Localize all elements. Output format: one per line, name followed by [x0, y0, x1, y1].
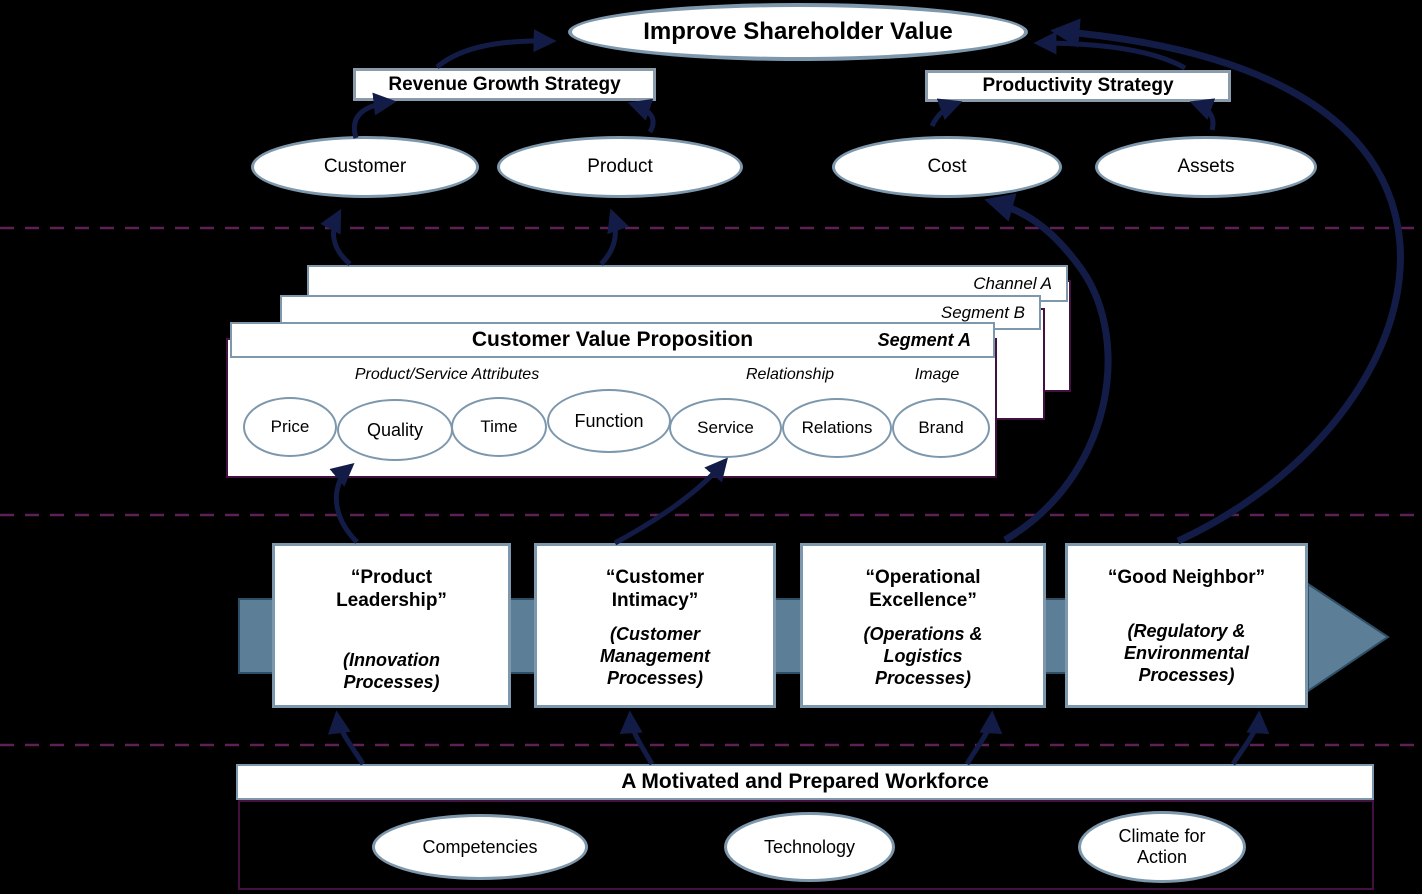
function-label: Function [574, 410, 644, 431]
customer-intimacy-box: “Customer Intimacy” (Customer Management… [534, 543, 776, 708]
cvp-title: Customer Value Proposition [471, 328, 754, 351]
customer-intimacy-title: “Customer Intimacy” [605, 567, 705, 612]
good-neighbor-box: “Good Neighbor” (Regulatory & Environmen… [1065, 543, 1308, 708]
service-ellipse: Service [669, 398, 782, 458]
attributes-group-label: Product/Service Attributes [354, 366, 540, 383]
price-label: Price [270, 417, 310, 436]
technology-label: Technology [763, 836, 856, 857]
product-leadership-subtitle: (Innovation Processes) [343, 650, 440, 693]
operational-excellence-title: “Operational Excellence” [865, 567, 981, 612]
revenue-growth-strategy-label: Revenue Growth Strategy [388, 73, 621, 95]
arrow-workforce-to-customer-intimacy [619, 710, 655, 766]
product-leadership-title: “Product Leadership” [336, 567, 447, 612]
price-ellipse: Price [243, 397, 337, 457]
workforce-header-bar: A Motivated and Prepared Workforce [236, 764, 1374, 800]
service-label: Service [697, 418, 754, 437]
customer-intimacy-subtitle: (Customer Management Processes) [599, 624, 711, 689]
arrow-customer-to-revenue [352, 92, 397, 139]
product-leadership-box: “Product Leadership” (Innovation Process… [272, 543, 511, 708]
customer-ellipse: Customer [251, 136, 479, 198]
relationship-group-label: Relationship [745, 366, 835, 383]
arc-good-neighbor-to-shareholder [1050, 18, 1404, 545]
segment-a-label: Segment A [877, 329, 971, 350]
climate-for-action-label: Climate for Action [1118, 826, 1206, 867]
operational-excellence-box: “Operational Excellence” (Operations & L… [800, 543, 1046, 708]
customer-label: Customer [323, 156, 407, 177]
time-label: Time [480, 417, 518, 436]
arrow-cvp-to-customer [320, 208, 352, 266]
revenue-growth-strategy-box: Revenue Growth Strategy [353, 68, 656, 101]
arrow-workforce-to-good-neighbor [1230, 710, 1270, 766]
arrow-workforce-to-operational-excellence [964, 710, 1003, 766]
arrow-revenue-to-shareholder [435, 29, 557, 69]
quality-label: Quality [366, 419, 424, 440]
competencies-label: Competencies [422, 836, 538, 857]
technology-ellipse: Technology [724, 812, 895, 882]
cvp-header-bar: Customer Value Proposition Segment A [230, 322, 995, 358]
cost-label: Cost [927, 156, 967, 177]
arrow-assets-to-productivity [1189, 98, 1216, 131]
brand-ellipse: Brand [892, 398, 990, 458]
product-ellipse: Product [497, 136, 743, 198]
channel-a-label: Channel A [973, 273, 1052, 293]
function-ellipse: Function [547, 389, 671, 453]
shareholder-value-ellipse: Improve Shareholder Value [568, 3, 1028, 61]
arrow-cost-to-productivity [929, 98, 963, 128]
product-label: Product [587, 156, 653, 177]
assets-label: Assets [1177, 156, 1235, 177]
time-ellipse: Time [451, 397, 547, 457]
competencies-ellipse: Competencies [372, 814, 588, 880]
productivity-strategy-box: Productivity Strategy [925, 70, 1231, 102]
arrow-product-to-revenue [627, 98, 656, 134]
workforce-body [238, 800, 1374, 890]
shareholder-value-label: Improve Shareholder Value [643, 18, 953, 45]
arrow-productivity-to-shareholder [1033, 31, 1187, 71]
image-group-label: Image [914, 366, 960, 383]
good-neighbor-subtitle: (Regulatory & Environmental Processes) [1123, 621, 1250, 686]
arrow-cvp-to-product [599, 208, 629, 266]
climate-for-action-ellipse: Climate for Action [1078, 811, 1246, 883]
cost-ellipse: Cost [832, 136, 1062, 198]
assets-ellipse: Assets [1095, 136, 1317, 198]
workforce-title: A Motivated and Prepared Workforce [621, 770, 989, 793]
quality-ellipse: Quality [337, 399, 453, 461]
segment-b-label: Segment B [940, 302, 1025, 322]
good-neighbor-title: “Good Neighbor” [1107, 567, 1266, 588]
brand-label: Brand [918, 418, 964, 437]
relations-ellipse: Relations [782, 398, 892, 458]
productivity-strategy-label: Productivity Strategy [982, 75, 1174, 96]
operational-excellence-subtitle: (Operations & Logistics Processes) [863, 624, 983, 689]
arrow-workforce-to-product-leadership [327, 710, 366, 766]
relations-label: Relations [801, 418, 873, 437]
